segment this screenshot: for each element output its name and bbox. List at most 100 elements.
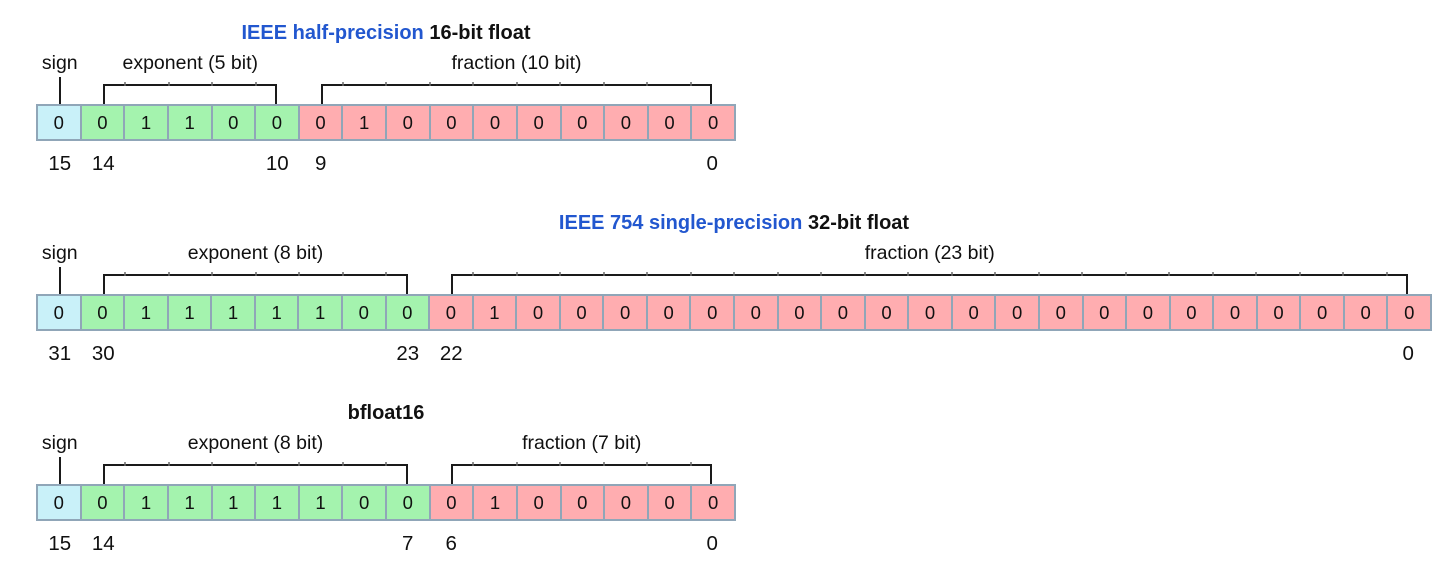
bit-cell: 1	[341, 106, 385, 139]
bracket-tick	[559, 82, 561, 86]
bracket-tick	[863, 272, 866, 276]
field-bracket-fraction	[320, 82, 713, 104]
bit-cell: 1	[471, 296, 516, 329]
bracket-tick	[385, 272, 387, 276]
bit-cell: 1	[472, 486, 516, 519]
bit-cell: 0	[428, 106, 473, 139]
bit-cell: 0	[690, 106, 734, 139]
field-label-exponent: exponent (8 bit)	[187, 432, 324, 454]
bit-cell: 0	[1125, 296, 1169, 329]
bit-index-label: 10	[265, 152, 289, 175]
bit-cell: 0	[558, 296, 603, 329]
bit-cell: 1	[297, 486, 342, 519]
bit-cell: 0	[1342, 296, 1387, 329]
bit-cell: 0	[689, 296, 733, 329]
bracket-tick	[646, 82, 648, 86]
bit-cell: 1	[123, 486, 167, 519]
field-label-sign: sign	[41, 52, 78, 74]
sign-pointer-line	[58, 457, 61, 484]
bracket-tick	[646, 272, 648, 276]
title-rest-text: bfloat16	[347, 402, 425, 424]
bit-cell: 0	[428, 486, 473, 519]
bracket-tick	[254, 82, 257, 86]
bracket-tick	[385, 462, 387, 466]
bit-cell: 0	[1299, 296, 1343, 329]
bracket-tick	[211, 272, 213, 276]
bit-cell: 0	[646, 106, 691, 139]
bracket-tick	[167, 462, 170, 466]
bracket-tick	[733, 272, 735, 276]
bit-cell: 0	[38, 106, 80, 139]
bit-cell: 0	[515, 486, 560, 519]
bit-cell: 1	[166, 106, 211, 139]
bracket-tick	[515, 82, 518, 86]
bit-cell: 0	[1037, 296, 1082, 329]
bit-cell: 1	[297, 296, 341, 329]
bracket-tick	[341, 462, 344, 466]
bracket-tick	[124, 272, 126, 276]
field-label-fraction: fraction (10 bit)	[451, 52, 582, 74]
bit-cell: 0	[820, 296, 864, 329]
title-rest-text: 32-bit float	[807, 212, 910, 234]
bracket-tick	[559, 272, 561, 276]
bit-cell: 1	[210, 296, 254, 329]
bracket-tick	[385, 82, 387, 86]
bit-cell: 0	[384, 296, 429, 329]
bit-cell: 1	[210, 486, 255, 519]
bracket-tick	[689, 82, 692, 86]
field-label-fraction: fraction (7 bit)	[522, 432, 642, 454]
bit-index-label: 23	[396, 342, 420, 365]
bit-cell: 1	[254, 486, 298, 519]
bracket-tick	[211, 82, 213, 86]
bit-index-label: 6	[445, 532, 457, 555]
bit-cell: 0	[79, 486, 124, 519]
bit-cell: 0	[603, 106, 647, 139]
field-label-fraction: fraction (23 bit)	[864, 242, 995, 264]
field-bracket-exponent	[103, 272, 408, 294]
bracket-tick	[1081, 272, 1083, 276]
bracket-tick	[776, 272, 779, 276]
bracket-tick	[428, 82, 431, 86]
field-bracket-fraction	[451, 462, 713, 484]
bracket-tick	[1124, 272, 1127, 276]
bit-index-label: 14	[91, 152, 115, 175]
bracket-tick	[1385, 272, 1388, 276]
bracket-tick	[515, 462, 518, 466]
bit-cell: 0	[38, 486, 80, 519]
bit-cell: 0	[559, 486, 604, 519]
field-label-sign: sign	[41, 432, 78, 454]
bit-cell: 0	[994, 296, 1038, 329]
bracket-tick	[298, 462, 300, 466]
bit-cell: 0	[385, 106, 429, 139]
bracket-tick	[1037, 272, 1040, 276]
field-bracket-exponent	[103, 462, 408, 484]
bit-cell: 0	[950, 296, 995, 329]
bit-cell: 0	[385, 486, 429, 519]
bracket-tick	[820, 272, 822, 276]
bit-index-label: 22	[439, 342, 463, 365]
bit-index-label: 0	[706, 532, 718, 555]
bit-index-label: 30	[91, 342, 115, 365]
bit-cell: 0	[603, 486, 647, 519]
bracket-tick	[211, 462, 213, 466]
diagram-title: bfloat16	[38, 400, 734, 426]
bracket-tick	[559, 462, 561, 466]
bit-cell: 0	[646, 486, 691, 519]
bracket-tick	[1211, 272, 1214, 276]
bit-index-label: 14	[91, 532, 115, 555]
bit-cell: 0	[1386, 296, 1430, 329]
bit-cell: 0	[210, 106, 255, 139]
bracket-tick	[994, 272, 996, 276]
field-bracket-fraction	[451, 272, 1409, 294]
bit-cell: 1	[123, 106, 167, 139]
bracket-tick	[298, 272, 300, 276]
bit-cell: 1	[166, 296, 211, 329]
bit-index-label: 31	[48, 342, 72, 365]
